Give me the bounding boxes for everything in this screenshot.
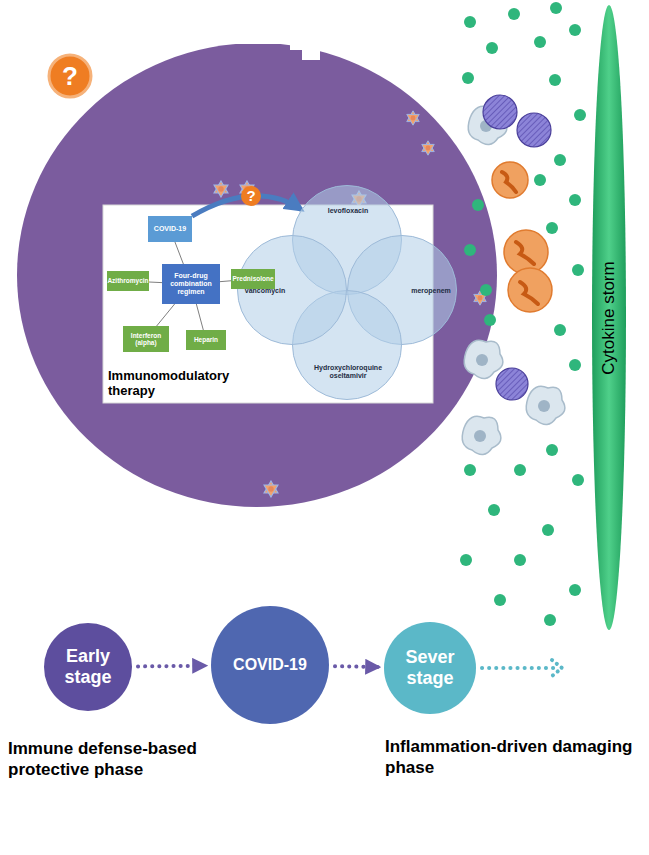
- stage-circle: Early stage: [44, 623, 132, 711]
- cytokine-dot: [494, 594, 506, 606]
- cytokine-dot: [554, 324, 566, 336]
- cytokine-storm-band: Cytokine storm: [592, 5, 626, 630]
- connector-line: [157, 304, 175, 326]
- virus-star: [214, 181, 228, 197]
- stage-circle: COVID-19: [211, 606, 329, 724]
- node-text: meropenem: [406, 287, 456, 295]
- cytokine-dot: [464, 464, 476, 476]
- cytokine-dot: [569, 24, 581, 36]
- process-box: COVID-19: [148, 216, 192, 242]
- cytokine-dot: [549, 74, 561, 86]
- stage-circle: Sever stage: [384, 622, 476, 714]
- node-text: Heparin: [194, 336, 218, 343]
- inset-panel: Immunomodulatory therapy COVID-19Four-dru…: [103, 205, 433, 403]
- lymphocyte-cell: [483, 95, 551, 400]
- question-icon: [49, 55, 91, 97]
- connector-line: [149, 282, 162, 284]
- dotted-arrow: [335, 664, 378, 669]
- node-text: Hydroxychloroquine oseltamivir: [312, 364, 384, 380]
- node-text: Interferon (alpha): [126, 332, 166, 346]
- virus-star: [422, 141, 434, 155]
- cytokine-dot: [554, 154, 566, 166]
- cytokine-dot: [508, 8, 520, 20]
- node-text: Azithromycin: [107, 277, 148, 284]
- connector-line: [175, 242, 183, 264]
- node-text: Four-drug combination regimen: [165, 272, 217, 295]
- cytokine-dot: [462, 72, 474, 84]
- virus-star: [407, 111, 419, 125]
- purple-region: [17, 43, 497, 507]
- castle-top-cut: [0, 0, 649, 70]
- cytokine-dot: [550, 2, 562, 14]
- cytokine-dot: [572, 264, 584, 276]
- phase-label: Inflammation-driven damaging phase: [385, 736, 637, 779]
- question-mark: ?: [62, 63, 78, 89]
- cytokine-dot: [569, 584, 581, 596]
- edge-question-mark: ?: [241, 186, 261, 206]
- connector-line: [220, 280, 231, 282]
- cytokine-dot: [574, 109, 586, 121]
- node-text: Sever stage: [394, 647, 466, 688]
- cytokine-dot: [472, 199, 484, 211]
- node-text: COVID-19: [233, 656, 307, 674]
- drug-box: Heparin: [186, 330, 226, 350]
- cytokine-dot: [484, 314, 496, 326]
- node-text: vancomycin: [240, 287, 290, 295]
- cytokine-dot: [569, 194, 581, 206]
- cytokine-dot: [464, 16, 476, 28]
- cytokine-dot: [534, 174, 546, 186]
- node-text: COVID-19: [154, 225, 186, 233]
- dotted-arrow: [482, 666, 556, 670]
- node-text: Immunomodulatory therapy: [108, 369, 258, 399]
- dotted-arrow: [138, 664, 205, 669]
- node-text: Prednisolone: [232, 275, 273, 282]
- node-text: Cytokine storm: [599, 261, 619, 374]
- drug-box: Interferon (alpha): [123, 326, 169, 352]
- macrophage-cell: [462, 106, 565, 454]
- cytokine-dot: [486, 42, 498, 54]
- drug-box: Prednisolone: [231, 269, 275, 289]
- virus-star: [264, 481, 278, 497]
- cytokine-dot: [569, 359, 581, 371]
- cytokine-dot: [572, 474, 584, 486]
- cytokine-dot: [546, 444, 558, 456]
- cytokine-dot: [546, 222, 558, 234]
- cytokine-dots: [460, 2, 586, 626]
- connector-line: [196, 304, 203, 330]
- node-text: Early stage: [53, 646, 123, 687]
- cytokine-dot: [514, 464, 526, 476]
- cytokine-dot: [480, 284, 492, 296]
- cytokine-dot: [542, 524, 554, 536]
- cytokine-dot: [488, 504, 500, 516]
- dotted-arrow-head: [552, 660, 562, 676]
- cytokine-dot: [534, 36, 546, 48]
- cytokine-dot: [514, 554, 526, 566]
- neutrophil-cell: [492, 162, 552, 312]
- drug-box: Azithromycin: [107, 271, 149, 291]
- phase-label: Immune defense-based protective phase: [8, 738, 240, 781]
- cytokine-dot: [544, 614, 556, 626]
- process-box: Four-drug combination regimen: [162, 264, 220, 304]
- node-text: levofloxacin: [318, 207, 378, 215]
- venn-circle: vancomycin: [237, 235, 347, 345]
- cytokine-dot: [464, 244, 476, 256]
- cytokine-dot: [460, 554, 472, 566]
